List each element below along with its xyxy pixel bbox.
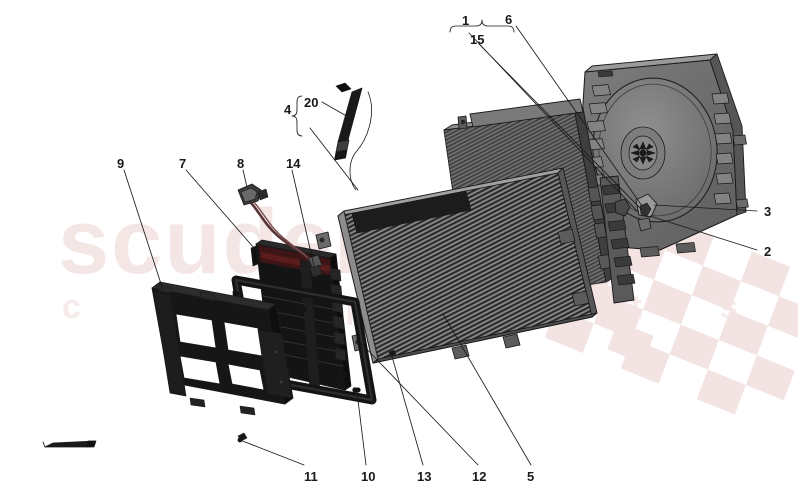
callout-12: 12 — [472, 469, 487, 484]
callout-10: 10 — [361, 469, 376, 484]
callout-9: 9 — [117, 156, 125, 171]
part-air-duct-frame — [151, 281, 294, 416]
part-pipe-end-fitting — [307, 254, 323, 278]
leader-lines — [123, 19, 758, 466]
callout-15: 15 — [470, 32, 485, 47]
callout-6: 6 — [505, 12, 513, 27]
callout-2: 2 — [764, 244, 772, 259]
part-bracket-clip-upper — [635, 193, 658, 218]
callout-7: 7 — [179, 156, 187, 171]
part-condenser — [315, 167, 598, 364]
callout-5: 5 — [527, 469, 535, 484]
part-seal-frame-fastener — [355, 387, 361, 393]
part-temperature-sensor — [334, 82, 363, 161]
callout-11: 11 — [304, 469, 318, 484]
callout-4: 4 — [284, 102, 292, 117]
callout-14: 14 — [286, 156, 301, 171]
callout-13: 13 — [417, 469, 432, 484]
part-wiring-connector — [237, 183, 269, 206]
callout-3: 3 — [764, 204, 772, 219]
part-retaining-clip — [42, 440, 97, 448]
callout-8: 8 — [237, 156, 245, 171]
callout-1: 1 — [462, 13, 470, 28]
callout-20: 20 — [304, 95, 319, 110]
part-condenser-lower-pin — [388, 349, 397, 357]
